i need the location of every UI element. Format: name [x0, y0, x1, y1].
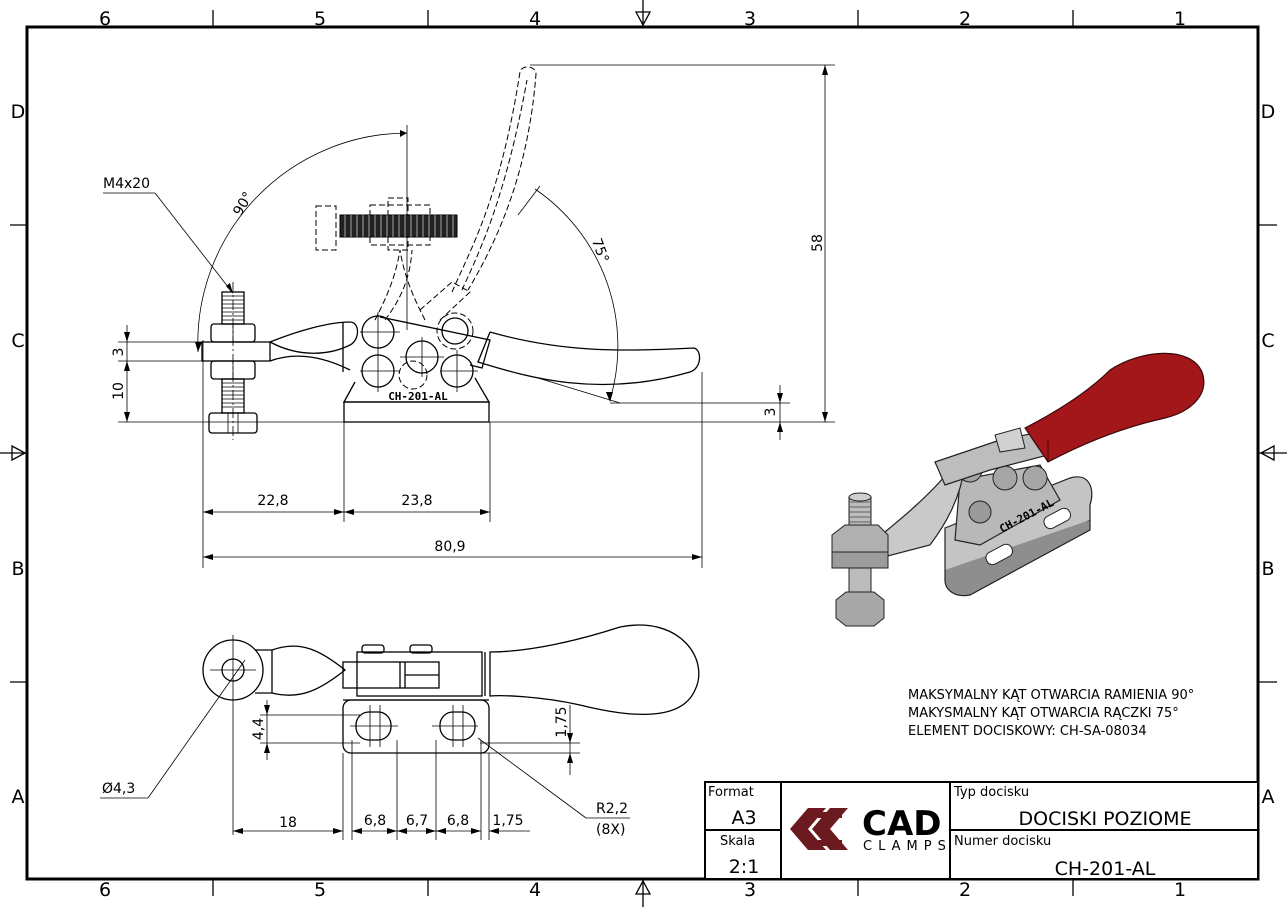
front-view: 90° M4x20	[103, 64, 835, 568]
dim-thickness-3: 3	[111, 348, 127, 357]
zone-col-4-top: 4	[529, 8, 541, 30]
zone-row-d-left: D	[11, 101, 26, 123]
arm-angle-label: 90°	[230, 189, 256, 219]
handle-angle-label: 75°	[588, 236, 612, 265]
dim-22-8: 22,8	[257, 493, 288, 509]
top-column-ticks	[212, 10, 1074, 27]
type-label: Typ docisku	[953, 785, 1029, 800]
handle-top	[489, 624, 700, 716]
note-clamp-element: ELEMENT DOCISKOWY: CH-SA-08034	[908, 724, 1147, 739]
base-plate-top	[342, 699, 490, 754]
isometric-render: CH-201-AL	[831, 352, 1205, 627]
dim-58: 58	[810, 234, 826, 252]
bottom-column-ticks	[212, 879, 1074, 896]
dim-1-75-vertical: 1,75	[554, 706, 570, 737]
zone-col-3-bottom: 3	[744, 879, 756, 901]
base-plate	[343, 401, 490, 423]
drawing-border	[25, 25, 1260, 881]
zone-col-6-bottom: 6	[99, 879, 111, 901]
format-value: A3	[731, 807, 756, 829]
dim-23-8: 23,8	[401, 493, 432, 509]
zone-row-a-right: A	[1262, 786, 1275, 808]
centering-mark-left	[0, 444, 27, 462]
note-arm-angle: MAKSYMALNY KĄT OTWARCIA RAMIENIA 90°	[908, 688, 1194, 703]
top-view: Ø4,3 4,4 1,75 R2,2 (8X)	[100, 624, 700, 840]
hole-diameter-callout: Ø4,3	[102, 781, 135, 797]
number-label: Numer docisku	[954, 834, 1051, 849]
zone-row-b-left: B	[11, 558, 24, 580]
centering-mark-right	[1258, 444, 1287, 462]
right-row-ticks	[1258, 224, 1277, 683]
radius-callout: R2,2	[596, 801, 628, 817]
type-value: DOCISKI POZIOME	[1018, 808, 1191, 830]
arm-angle-arc	[197, 132, 408, 353]
logo-text-clamps: CLAMPS	[863, 839, 952, 854]
title-block: Format A3 Skala 2:1 CAD CLAMPS Typ docis…	[704, 781, 1259, 880]
logo-chevron-left-icon	[790, 808, 826, 850]
zone-row-c-left: C	[11, 330, 24, 352]
zone-col-5-top: 5	[314, 8, 326, 30]
zone-col-6-top: 6	[99, 8, 111, 30]
zone-row-b-right: B	[1261, 558, 1274, 580]
zone-col-2-top: 2	[959, 8, 971, 30]
company-logo: CAD CLAMPS	[790, 804, 952, 854]
dim-6-8-b: 6,8	[447, 813, 469, 829]
spindle-bolt	[201, 282, 271, 440]
zone-col-3-top: 3	[744, 8, 756, 30]
zone-row-a-left: A	[12, 786, 25, 808]
red-handle	[1024, 352, 1205, 463]
part-engraving: CH-201-AL	[388, 390, 448, 403]
dim-height-10: 10	[111, 382, 127, 400]
zone-col-1-top: 1	[1174, 8, 1186, 30]
format-label: Format	[708, 785, 754, 800]
logo-text-cad: CAD	[862, 804, 942, 844]
thread-callout: M4x20	[103, 176, 150, 192]
dim-6-7: 6,7	[406, 813, 428, 829]
phantom-threaded-spindle	[339, 214, 458, 238]
radius-count: (8X)	[596, 822, 625, 838]
dim-4-4: 4,4	[251, 718, 267, 740]
dim-6-8-a: 6,8	[364, 813, 386, 829]
left-row-ticks	[10, 224, 27, 683]
note-handle-angle: MAKYSMALNY KĄT OTWARCIA RĄCZKI 75°	[908, 706, 1179, 721]
notes-block: MAKSYMALNY KĄT OTWARCIA RAMIENIA 90° MAK…	[908, 688, 1194, 739]
logo-chevron-right-icon	[812, 808, 848, 850]
centering-mark-top	[634, 0, 652, 27]
handle-open-phantom	[451, 66, 537, 293]
zone-col-2-bottom: 2	[959, 879, 971, 901]
zone-row-d-right: D	[1261, 101, 1276, 123]
centering-mark-bottom	[634, 879, 652, 907]
scale-label: Skala	[720, 834, 755, 849]
dim-1-75-horizontal: 1,75	[492, 813, 523, 829]
number-value: CH-201-AL	[1055, 858, 1156, 880]
zone-col-4-bottom: 4	[529, 879, 541, 901]
handle-closed	[477, 331, 701, 386]
zone-col-5-bottom: 5	[314, 879, 326, 901]
scale-value: 2:1	[729, 856, 760, 878]
zone-col-1-bottom: 1	[1174, 879, 1186, 901]
dim-18: 18	[279, 815, 297, 831]
dim-base-3: 3	[763, 408, 779, 417]
zone-row-c-right: C	[1261, 330, 1274, 352]
dim-80-9: 80,9	[434, 539, 465, 555]
